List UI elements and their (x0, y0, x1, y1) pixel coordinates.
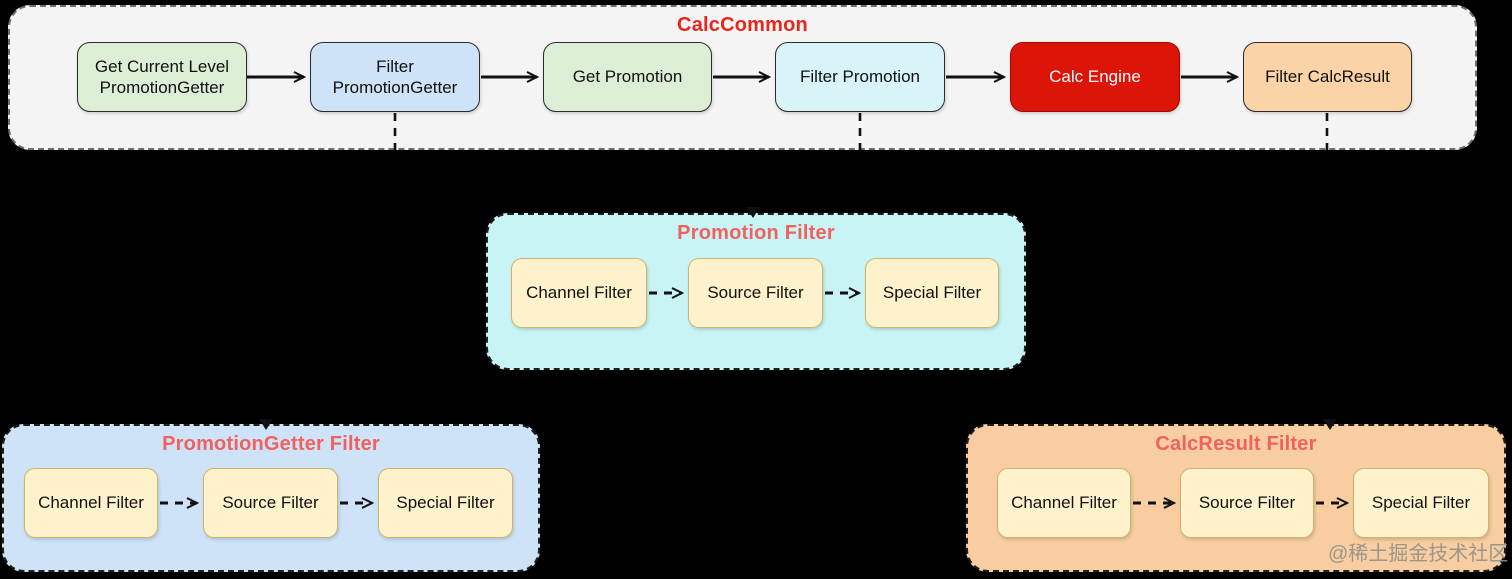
node-calcresult-source-filter: Source Filter (1180, 468, 1314, 538)
node-get-current-level-promotion-getter: Get Current Level PromotionGetter (77, 42, 247, 112)
node-filter-promotion: Filter Promotion (775, 42, 945, 112)
node-calc-engine: Calc Engine (1010, 42, 1180, 112)
node-promotion-source-filter: Source Filter (688, 258, 823, 328)
node-calcresult-channel-filter: Channel Filter (997, 468, 1131, 538)
group-promotion-getter-filter-title: PromotionGetter Filter (162, 433, 380, 455)
node-promotion-special-filter: Special Filter (865, 258, 999, 328)
node-calcresult-special-filter: Special Filter (1353, 468, 1489, 538)
node-getter-channel-filter: Channel Filter (24, 468, 158, 538)
node-getter-special-filter: Special Filter (378, 468, 513, 538)
juejin-watermark: @稀土掘金技术社区 (1328, 543, 1509, 565)
node-promotion-channel-filter: Channel Filter (511, 258, 647, 328)
node-filter-promotion-getter: Filter PromotionGetter (310, 42, 480, 112)
node-get-promotion: Get Promotion (543, 42, 712, 112)
node-filter-calc-result: Filter CalcResult (1243, 42, 1412, 112)
group-calc-result-filter-title: CalcResult Filter (1155, 433, 1317, 455)
node-getter-source-filter: Source Filter (203, 468, 338, 538)
group-calc-common-title: CalcCommon (677, 14, 808, 36)
group-promotion-filter-title: Promotion Filter (677, 222, 835, 244)
